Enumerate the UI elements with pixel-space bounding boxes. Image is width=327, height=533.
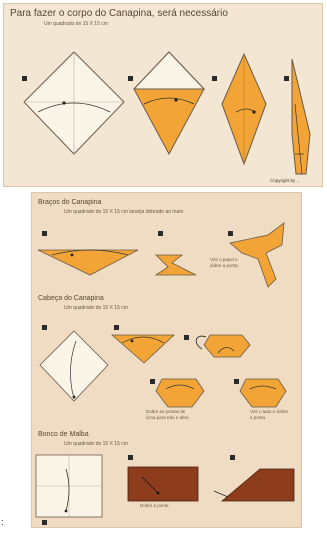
hat-step3-brown-shape	[214, 469, 294, 501]
head-step2-triangle	[112, 335, 174, 363]
hat-step1-white-square	[36, 455, 102, 517]
arms-step1-triangle	[38, 250, 138, 275]
arms-step2-zfold	[156, 255, 196, 275]
page-marker: :	[1, 517, 4, 527]
step3-slim-kite	[222, 54, 266, 164]
head-step4-left	[156, 379, 204, 407]
step2-kite	[134, 52, 204, 154]
instructions-panel-body: Para fazer o corpo do Canapina, será nec…	[4, 4, 322, 186]
body-fold-diagram	[4, 4, 322, 186]
parts-panel: Braços do Canapina Um quadrado de 15 X 1…	[32, 193, 301, 527]
parts-fold-diagram	[32, 193, 301, 527]
step4-narrow-folded	[292, 59, 310, 174]
head-step5-right	[240, 379, 286, 407]
hat-step2-brown-rect	[128, 467, 198, 501]
head-step1-white-diamond	[40, 331, 108, 401]
credit-text: Copyright by ...	[270, 178, 300, 183]
head-step3-shape	[196, 335, 250, 357]
step1-white-diamond	[24, 52, 124, 154]
arms-step3-arm	[230, 223, 284, 287]
